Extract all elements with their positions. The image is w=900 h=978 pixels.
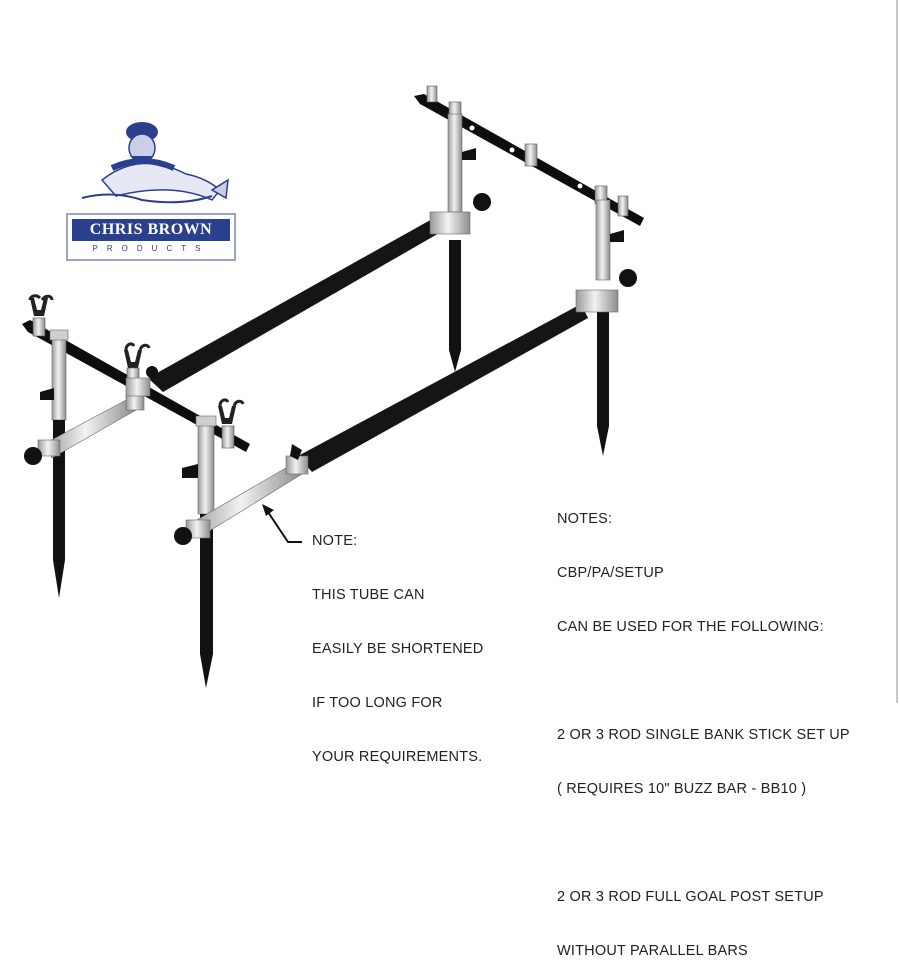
rod-pod-diagram [22, 85, 644, 688]
tube-note: NOTE: THIS TUBE CAN EASILY BE SHORTENED … [312, 496, 483, 784]
page-edge-line [896, 0, 898, 703]
notes-heading: NOTES: [557, 511, 613, 527]
tube-note-line: NOTE: [312, 533, 358, 549]
tube-note-line: YOUR REQUIREMENTS. [312, 749, 483, 765]
front-center-clamp [125, 366, 158, 397]
tube-note-arrow [262, 504, 302, 543]
tube-note-line: IF TOO LONG FOR [312, 695, 443, 711]
notes-spacer [557, 672, 850, 690]
tube-note-line: EASILY BE SHORTENED [312, 641, 484, 657]
tube-note-line: THIS TUBE CAN [312, 587, 425, 603]
notes-spacer [557, 834, 850, 852]
notes-option2-line2: WITHOUT PARALLEL BARS [557, 943, 748, 959]
front-left-bank-stick [24, 329, 145, 598]
notes-option1-line2: ( REQUIRES 10" BUZZ BAR - BB10 ) [557, 781, 807, 797]
back-left-bank-stick [429, 113, 491, 372]
notes-code: CBP/PA/SETUP [557, 565, 664, 581]
long-tube-bottom [298, 304, 588, 472]
logo-badge: CHRIS BROWN PRODUCTS [66, 213, 236, 261]
notes-intro: CAN BE USED FOR THE FOLLOWING: [557, 619, 824, 635]
back-right-bank-stick [575, 199, 637, 456]
logo-subtitle: PRODUCTS [92, 244, 210, 253]
setup-notes: NOTES: CBP/PA/SETUP CAN BE USED FOR THE … [557, 474, 850, 978]
angler-with-carp-illustration [81, 122, 229, 204]
long-tube-top [148, 218, 441, 392]
front-right-bank-stick [174, 415, 309, 688]
notes-option1-line1: 2 OR 3 ROD SINGLE BANK STICK SET UP [557, 727, 850, 743]
notes-option2-line1: 2 OR 3 ROD FULL GOAL POST SETUP [557, 889, 824, 905]
logo-name: CHRIS BROWN [72, 219, 230, 241]
back-buzz-bar [414, 85, 644, 226]
chris-brown-products-logo: CHRIS BROWN PRODUCTS [62, 118, 237, 268]
